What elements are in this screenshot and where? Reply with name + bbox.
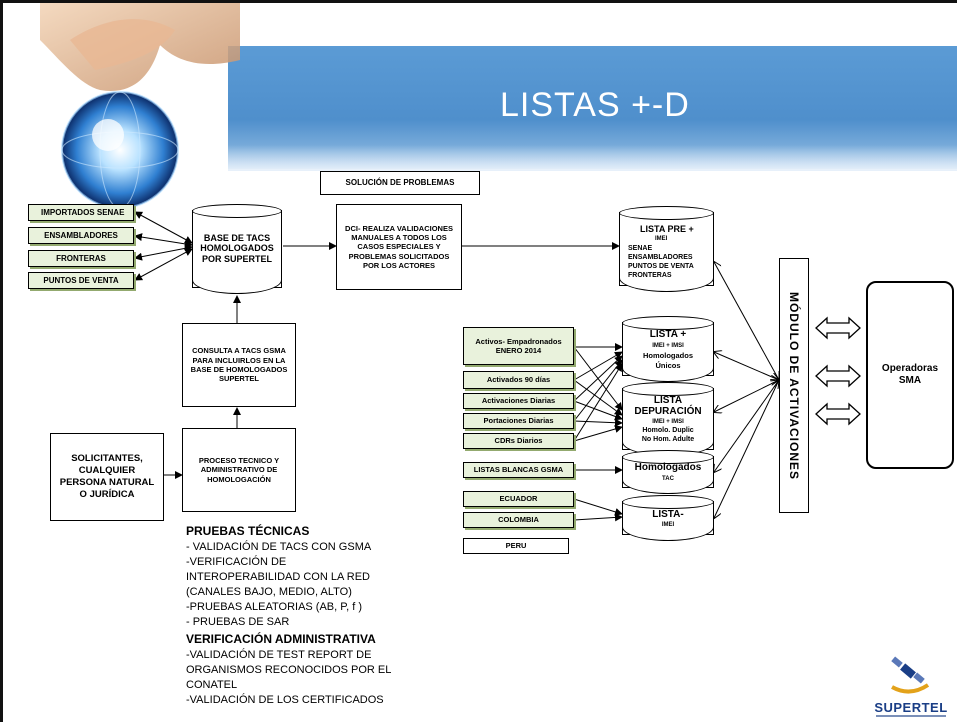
title-banner-fade <box>228 145 957 171</box>
base-tacs-database: BASE DE TACS HOMOLOGADOS POR SUPERTEL <box>192 204 282 294</box>
verificacion-line: -VALIDACIÓN DE LOS CERTIFICADOS <box>186 694 384 706</box>
operadoras-sma-box: Operadoras SMA <box>866 281 954 469</box>
source-importados-senae: IMPORTADOS SENAE <box>28 204 134 221</box>
lista-depuracion-line: Homolo. Duplic <box>642 427 694 434</box>
pruebas-tecnicas-heading: PRUEBAS TÉCNICAS <box>186 524 310 538</box>
verificacion-line: -VALIDACIÓN DE TEST REPORT DE <box>186 649 372 661</box>
supertel-wordmark: SUPERTEL <box>874 700 948 715</box>
input-cdrs-diarios: CDRs Diarios <box>463 433 574 449</box>
verificacion-line: ORGANISMOS RECONOCIDOS POR EL <box>186 664 392 676</box>
lista-depuracion-title: LISTA <box>653 395 683 406</box>
pruebas-line: - VALIDACIÓN DE TACS CON GSMA <box>186 541 372 553</box>
pruebas-line: - PRUEBAS DE SAR <box>186 616 290 628</box>
pruebas-line: -PRUEBAS ALEATORIAS (AB, P, f ) <box>186 601 363 613</box>
input-listas-blancas-gsma: LISTAS BLANCAS GSMA <box>463 462 574 478</box>
pruebas-line: -VERIFICACIÓN DE <box>186 556 287 568</box>
homologados-title: Homologados <box>634 462 702 473</box>
lista-pre-item: PUNTOS DE VENTA <box>628 263 694 270</box>
dci-validaciones-box: DCI- REALIZA VALIDACIONES MANUALES A TOD… <box>336 204 462 290</box>
homologados-database: Homologados TAC <box>622 450 714 494</box>
lista-minus-sub: IMEI <box>661 522 675 528</box>
lista-plus-line: Únicos <box>655 361 681 370</box>
pruebas-line: (CANALES BAJO, MEDIO, ALTO) <box>186 586 352 598</box>
source-ensambladores: ENSAMBLADORES <box>28 227 134 244</box>
lista-pre-item: FRONTERAS <box>628 272 672 279</box>
input-activos-empadronados: Activos- Empadronados ENERO 2014 <box>463 327 574 365</box>
logo-underline <box>876 715 946 717</box>
lista-pre-title: LISTA PRE + <box>640 224 694 234</box>
lista-depuracion-database: LISTA DEPURACIÓN IMEI + IMSI Homolo. Dup… <box>622 382 714 456</box>
lista-pre-item: ENSAMBLADORES <box>628 254 693 261</box>
proceso-homologacion-box: PROCESO TECNICO Y ADMINISTRATIVO DE HOMO… <box>182 428 296 512</box>
base-tacs-label: BASE DE TACS HOMOLOGADOS POR SUPERTEL <box>200 233 274 264</box>
source-puntos-de-venta: PUNTOS DE VENTA <box>28 272 134 289</box>
slide-title: LISTAS +-D <box>500 86 690 124</box>
homologados-sub: TAC <box>662 476 674 482</box>
lista-plus-sub: IMEI + IMSI <box>652 343 684 349</box>
lista-minus-title: LISTA- <box>652 509 684 520</box>
lista-depuracion-line: No Hom. Adulte <box>641 436 695 443</box>
lista-plus-line: Homologados <box>643 351 693 360</box>
input-activaciones-diarias: Activaciones Diarias <box>463 393 574 409</box>
lista-plus-title: LISTA + <box>649 329 687 340</box>
lista-plus-database: LISTA + IMEI + IMSI Homologados Únicos <box>622 316 714 382</box>
satellite-icon <box>891 656 930 694</box>
lista-depuracion-sub: IMEI + IMSI <box>652 419 684 425</box>
globe-hand-image <box>0 0 240 225</box>
consulta-gsma-box: CONSULTA A TACS GSMA PARA INCLUIRLOS EN … <box>182 323 296 407</box>
input-activados-90-dias: Activados 90 días <box>463 371 574 389</box>
supertel-logo: SUPERTEL <box>870 655 952 719</box>
verificacion-line: CONATEL <box>186 679 238 691</box>
solicitantes-box: SOLICITANTES, CUALQUIER PERSONA NATURAL … <box>50 433 164 521</box>
modulo-activaciones-label: MÓDULO DE ACTIVACIONES <box>787 291 801 480</box>
lista-depuracion-title2: DEPURACIÓN <box>634 406 702 417</box>
input-portaciones-diarias: Portaciones Diarias <box>463 413 574 429</box>
lista-pre-sub: IMEI <box>655 236 668 242</box>
lista-pre-database: LISTA PRE + IMEI SENAE ENSAMBLADORES PUN… <box>619 206 714 292</box>
verificacion-administrativa-heading: VERIFICACIÓN ADMINISTRATIVA <box>186 632 376 646</box>
lista-pre-item: SENAE <box>628 245 653 252</box>
lista-minus-database: LISTA- IMEI <box>622 495 714 541</box>
modulo-activaciones-box: MÓDULO DE ACTIVACIONES <box>779 258 809 513</box>
solucion-problemas-box: SOLUCIÓN DE PROBLEMAS <box>320 171 480 195</box>
input-ecuador: ECUADOR <box>463 491 574 507</box>
pruebas-line: INTEROPERABILIDAD CON LA RED <box>186 571 370 583</box>
source-fronteras: FRONTERAS <box>28 250 134 267</box>
input-colombia: COLOMBIA <box>463 512 574 528</box>
input-peru: PERU <box>463 538 569 554</box>
